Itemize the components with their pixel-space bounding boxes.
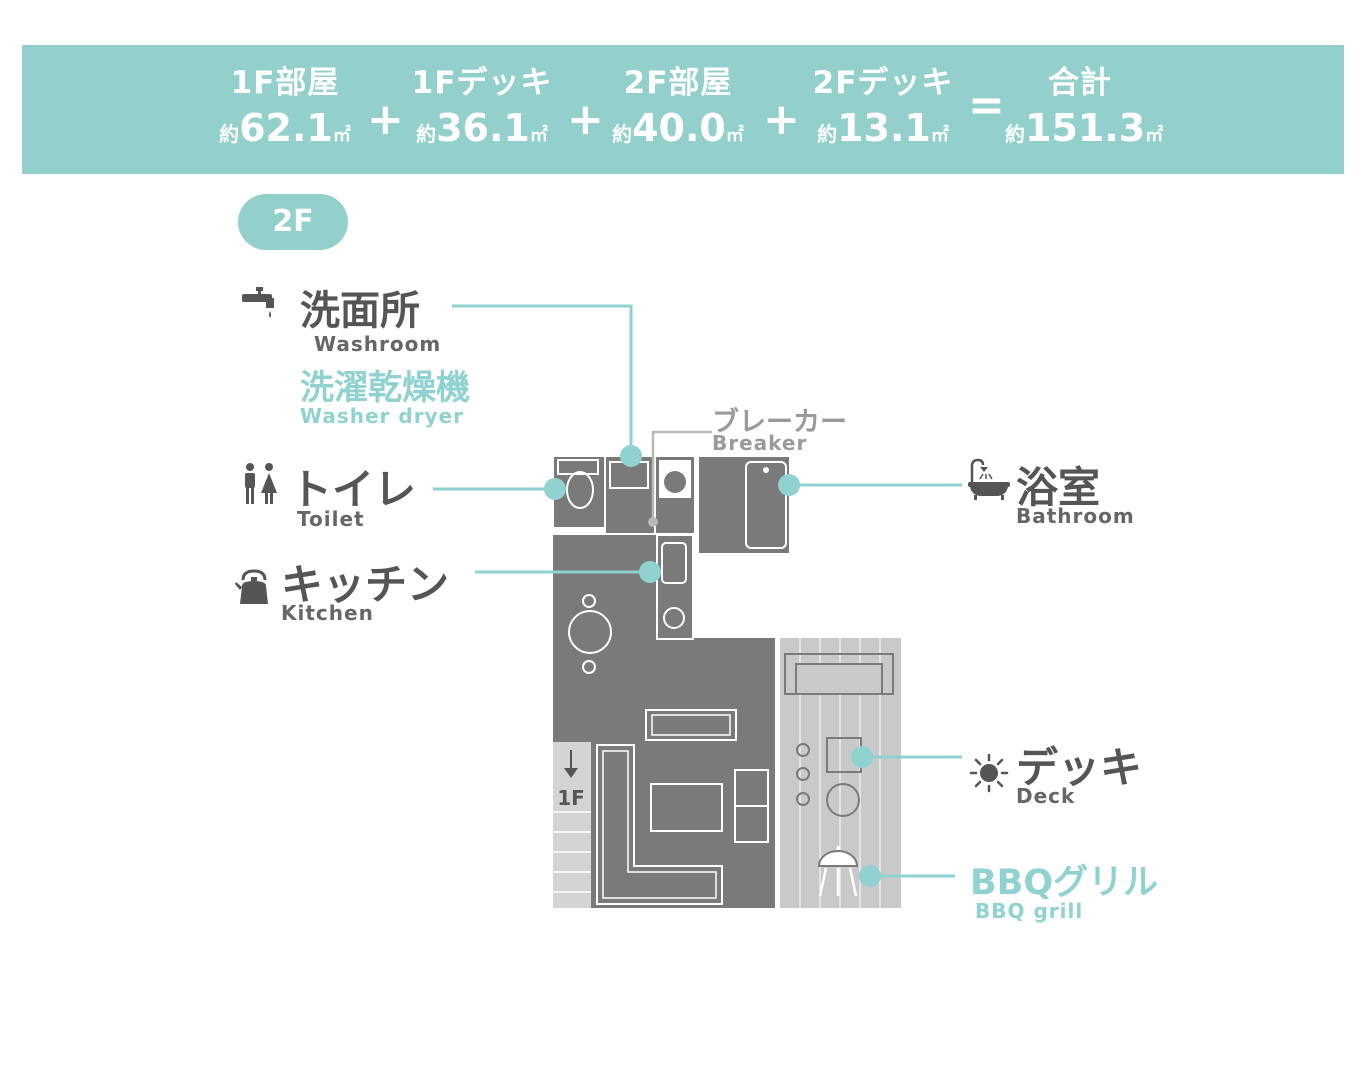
summary-total: 合計 約151.3㎡: [1005, 64, 1163, 158]
washer-label-en: Washer dryer: [300, 404, 465, 428]
sun-icon: [969, 753, 1009, 793]
chair: [582, 594, 596, 608]
stove: [663, 607, 685, 629]
breaker-label-jp: ブレーカー: [712, 407, 847, 438]
down-arrow-head-icon: [564, 768, 578, 778]
washroom-room: [604, 455, 656, 535]
summary-label: 1F部屋: [230, 65, 340, 101]
stairs-label: 1F: [557, 786, 585, 810]
toilet-dot: [544, 478, 566, 500]
summary-unit: ㎡: [332, 125, 351, 146]
bathroom-label-en: Bathroom: [1016, 504, 1135, 528]
summary-value: 40.0: [632, 106, 726, 150]
summary-value: 151.3: [1025, 106, 1146, 150]
bathtub-icon: [968, 458, 1010, 500]
summary-label: 合計: [1048, 65, 1112, 101]
summary-label: 2Fデッキ: [812, 65, 954, 101]
kitchen-label-jp: キッチン: [281, 560, 450, 609]
l-sofa: [596, 744, 723, 905]
breaker-leader: [651, 430, 712, 522]
area-summary-banner: [22, 45, 1344, 174]
summary-unit: ㎡: [930, 125, 949, 146]
summary-prefix: 約: [612, 122, 633, 146]
summary-prefix: 約: [416, 122, 437, 146]
sink: [661, 542, 687, 584]
summary-unit: ㎡: [529, 125, 548, 146]
plus-sign: +: [567, 94, 604, 145]
summary-1f-deck: 1Fデッキ 約36.1㎡: [407, 64, 557, 158]
summary-1f-room: 1F部屋 約62.1㎡: [210, 64, 360, 158]
summary-unit: ㎡: [1145, 125, 1164, 146]
plus-sign: +: [763, 94, 800, 145]
chair: [582, 660, 596, 674]
tv-stand: [645, 709, 737, 741]
washer-drum: [664, 471, 686, 493]
washroom-label-en: Washroom: [314, 332, 442, 356]
kitchen-dot: [639, 561, 661, 583]
plus-sign: +: [367, 94, 404, 145]
bbq-label-en: BBQ grill: [975, 899, 1084, 923]
summary-label: 1Fデッキ: [411, 65, 553, 101]
summary-value: 13.1: [837, 106, 931, 150]
kettle-icon: [235, 569, 268, 604]
summary-value: 62.1: [239, 106, 333, 150]
summary-label: 2F部屋: [623, 65, 733, 101]
bbq-grill-icon: [817, 850, 859, 867]
bathtub: [745, 461, 787, 549]
bbq-dot: [859, 865, 881, 887]
summary-prefix: 約: [817, 122, 838, 146]
floor-badge: 2F: [238, 194, 348, 250]
summary-value: 36.1: [436, 106, 530, 150]
deck-label-en: Deck: [1016, 784, 1076, 808]
toilet-bowl: [566, 471, 594, 509]
bathroom-dot: [778, 474, 800, 496]
washroom-label-jp: 洗面所: [300, 288, 420, 334]
equals-sign: =: [968, 80, 1005, 131]
washer-label-jp: 洗濯乾燥機: [300, 368, 470, 408]
summary-2f-deck: 2Fデッキ 約13.1㎡: [808, 64, 958, 158]
faucet-icon: [242, 287, 274, 318]
drain: [763, 467, 769, 473]
deck-dot: [851, 746, 873, 768]
summary-prefix: 約: [219, 122, 240, 146]
summary-2f-room: 2F部屋 約40.0㎡: [603, 64, 753, 158]
summary-unit: ㎡: [725, 125, 744, 146]
washroom-dot: [620, 445, 642, 467]
dining-table: [568, 610, 612, 654]
coffee-table: [650, 783, 723, 832]
toilet-tank: [557, 459, 599, 475]
deck-round-table: [826, 783, 860, 817]
toilet-label-jp: トイレ: [290, 465, 417, 514]
kitchen-label-en: Kitchen: [281, 601, 374, 625]
breaker-dot: [648, 517, 658, 527]
bathroom-room: [697, 455, 791, 555]
kitchen-area: [553, 535, 658, 640]
toilet-label-en: Toilet: [297, 507, 365, 531]
bathroom-label-jp: 浴室: [1016, 463, 1101, 512]
summary-prefix: 約: [1005, 122, 1025, 146]
breaker-label-en: Breaker: [712, 431, 808, 455]
deck-label-jp: デッキ: [1016, 743, 1143, 792]
restroom-icon: [245, 463, 277, 504]
bbq-label-jp: BBQグリル: [970, 863, 1159, 903]
washroom-leader: [452, 304, 633, 456]
